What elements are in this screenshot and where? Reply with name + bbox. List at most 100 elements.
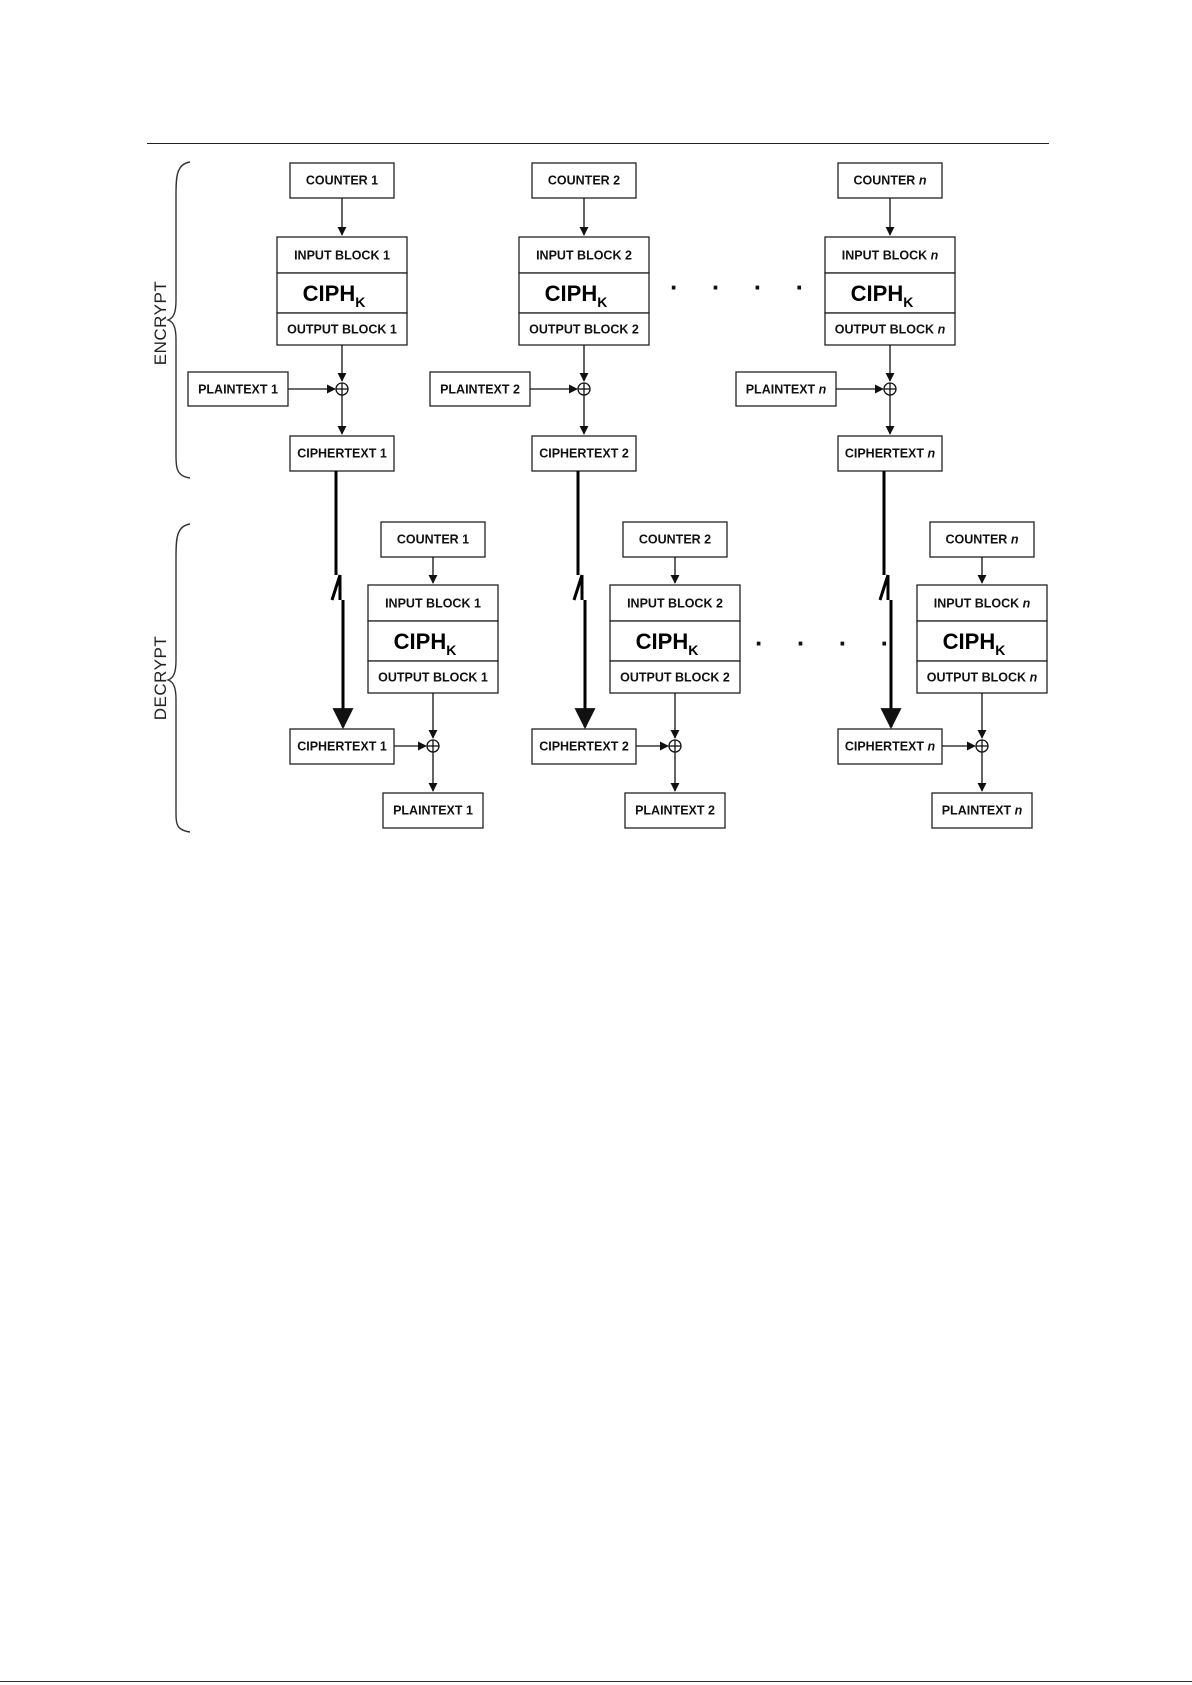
encrypt-plaintext-label-index: n [819, 383, 827, 397]
encrypt-cipher-block: CIPHK [824, 236, 956, 346]
encrypt-plaintext-label: PLAINTEXT n [746, 383, 827, 397]
decrypt-ciphertext-label-index: 1 [380, 740, 387, 754]
encrypt-cipher-block-input-row [518, 236, 650, 274]
decrypt-plaintext-label: PLAINTEXT 2 [635, 804, 715, 818]
decrypt-plaintext-label-text: PLAINTEXT [635, 804, 708, 818]
encrypt-brace [165, 161, 191, 479]
encrypt-output-label-index: 1 [390, 323, 397, 337]
decrypt-cipher-block: CIPHK [367, 584, 499, 694]
decrypt-input-label-index: n [1023, 597, 1031, 611]
encrypt-ciphertext-label-text: CIPHERTEXT [539, 447, 622, 461]
decrypt-cipher-block-input-row [609, 584, 741, 622]
encrypt-ciphertext-label: CIPHERTEXT 2 [539, 447, 629, 461]
decrypt-input-label: INPUT BLOCK 2 [627, 597, 723, 611]
decrypt-output-label: OUTPUT BLOCK 2 [620, 671, 730, 685]
encrypt-output-label-index: 2 [632, 323, 639, 337]
decrypt-cipher-block-output-row [367, 660, 499, 694]
decrypt-output-label-index: 2 [723, 671, 730, 685]
decrypt-ciphertext-label-index: 2 [622, 740, 629, 754]
decrypt-counter-label-index: 2 [704, 533, 711, 547]
decrypt-ciphertext-box [531, 728, 637, 765]
decrypt-output-label: OUTPUT BLOCK n [927, 671, 1038, 685]
encrypt-output-label-text: OUTPUT BLOCK [287, 323, 390, 337]
encrypt-counter-box [289, 162, 395, 199]
encrypt-output-label: OUTPUT BLOCK 2 [529, 323, 639, 337]
decrypt-cipher-block-ciph-label: CIPHK [943, 629, 1006, 658]
decrypt-cipher-block-ciph-text: CIPH [636, 629, 689, 654]
encrypt-input-label-index: 1 [383, 249, 390, 263]
encrypt-ciphertext-label-index: 2 [622, 447, 629, 461]
encrypt-plaintext-box [429, 371, 531, 407]
decrypt-counter-box [380, 521, 486, 558]
encrypt-output-label-index: n [938, 323, 946, 337]
encrypt-plaintext-label-text: PLAINTEXT [198, 383, 271, 397]
decrypt-output-label-index: 1 [481, 671, 488, 685]
encrypt-output-label-text: OUTPUT BLOCK [529, 323, 632, 337]
encrypt-plaintext-label: PLAINTEXT 2 [440, 383, 520, 397]
decrypt-input-label-text: INPUT BLOCK [627, 597, 716, 611]
encrypt-plaintext-label-index: 1 [271, 383, 278, 397]
decrypt-plaintext-label-index: 2 [708, 804, 715, 818]
decrypt-output-label-index: n [1030, 671, 1038, 685]
decrypt-counter-label: COUNTER 2 [639, 533, 711, 547]
decrypt-cipher-block-ciph-label: CIPHK [636, 629, 699, 658]
decrypt-ciphertext-label-text: CIPHERTEXT [297, 740, 380, 754]
encrypt-plaintext-box [735, 371, 837, 407]
encrypt-ellipsis: · · · · · [670, 272, 859, 302]
decrypt-cipher-block: CIPHK [916, 584, 1048, 694]
encrypt-counter-box [837, 162, 943, 199]
encrypt-cipher-block-ciph-text: CIPH [545, 281, 598, 306]
encrypt-output-label-text: OUTPUT BLOCK [835, 323, 938, 337]
encrypt-ciphertext-label-index: n [928, 447, 936, 461]
encrypt-cipher-block-ciph-sub: K [903, 294, 913, 310]
decrypt-plaintext-box [382, 792, 484, 829]
decrypt-xor [975, 739, 989, 753]
encrypt-ciphertext-box [531, 435, 637, 472]
decrypt-counter-label: COUNTER 1 [397, 533, 469, 547]
encrypt-cipher-block: CIPHK [276, 236, 408, 346]
encrypt-input-label-text: INPUT BLOCK [842, 249, 931, 263]
decrypt-cipher-block-ciph-sub: K [446, 642, 456, 658]
encrypt-counter-label-text: COUNTER [548, 174, 613, 188]
encrypt-counter-label-index: 2 [613, 174, 620, 188]
decrypt-xor [426, 739, 440, 753]
decrypt-cipher-block-output-row [609, 660, 741, 694]
encrypt-counter-label-index: 1 [371, 174, 378, 188]
decrypt-ciphertext-label-text: CIPHERTEXT [539, 740, 622, 754]
decrypt-cipher-block-ciph-sub: K [995, 642, 1005, 658]
decrypt-input-label-index: 1 [474, 597, 481, 611]
decrypt-brace [165, 523, 191, 833]
footer-rule [0, 1681, 1192, 1682]
encrypt-input-label-index: 2 [625, 249, 632, 263]
decrypt-counter-label-index: n [1011, 533, 1019, 547]
decrypt-counter-label-text: COUNTER [639, 533, 704, 547]
encrypt-cipher-block-ciph-sub: K [597, 294, 607, 310]
encrypt-ciphertext-label: CIPHERTEXT n [845, 447, 936, 461]
encrypt-counter-box [531, 162, 637, 199]
encrypt-plaintext-label-index: 2 [513, 383, 520, 397]
encrypt-cipher-block-input-row [824, 236, 956, 274]
encrypt-ciphertext-label-index: 1 [380, 447, 387, 461]
encrypt-xor [335, 382, 349, 396]
decrypt-ciphertext-label: CIPHERTEXT n [845, 740, 936, 754]
encrypt-cipher-block-ciph-row [518, 272, 650, 314]
decrypt-ciphertext-label: CIPHERTEXT 1 [297, 740, 387, 754]
encrypt-input-label: INPUT BLOCK 2 [536, 249, 632, 263]
encrypt-ciphertext-label-text: CIPHERTEXT [845, 447, 928, 461]
decrypt-counter-label-text: COUNTER [946, 533, 1011, 547]
encrypt-cipher-block-output-row [824, 312, 956, 346]
decrypt-counter-label-text: COUNTER [397, 533, 462, 547]
decrypt-plaintext-box [624, 792, 726, 829]
decrypt-output-label-text: OUTPUT BLOCK [927, 671, 1030, 685]
encrypt-plaintext-label: PLAINTEXT 1 [198, 383, 278, 397]
encrypt-plaintext-label-text: PLAINTEXT [746, 383, 819, 397]
decrypt-ciphertext-box [289, 728, 395, 765]
decrypt-ciphertext-label-index: n [928, 740, 936, 754]
